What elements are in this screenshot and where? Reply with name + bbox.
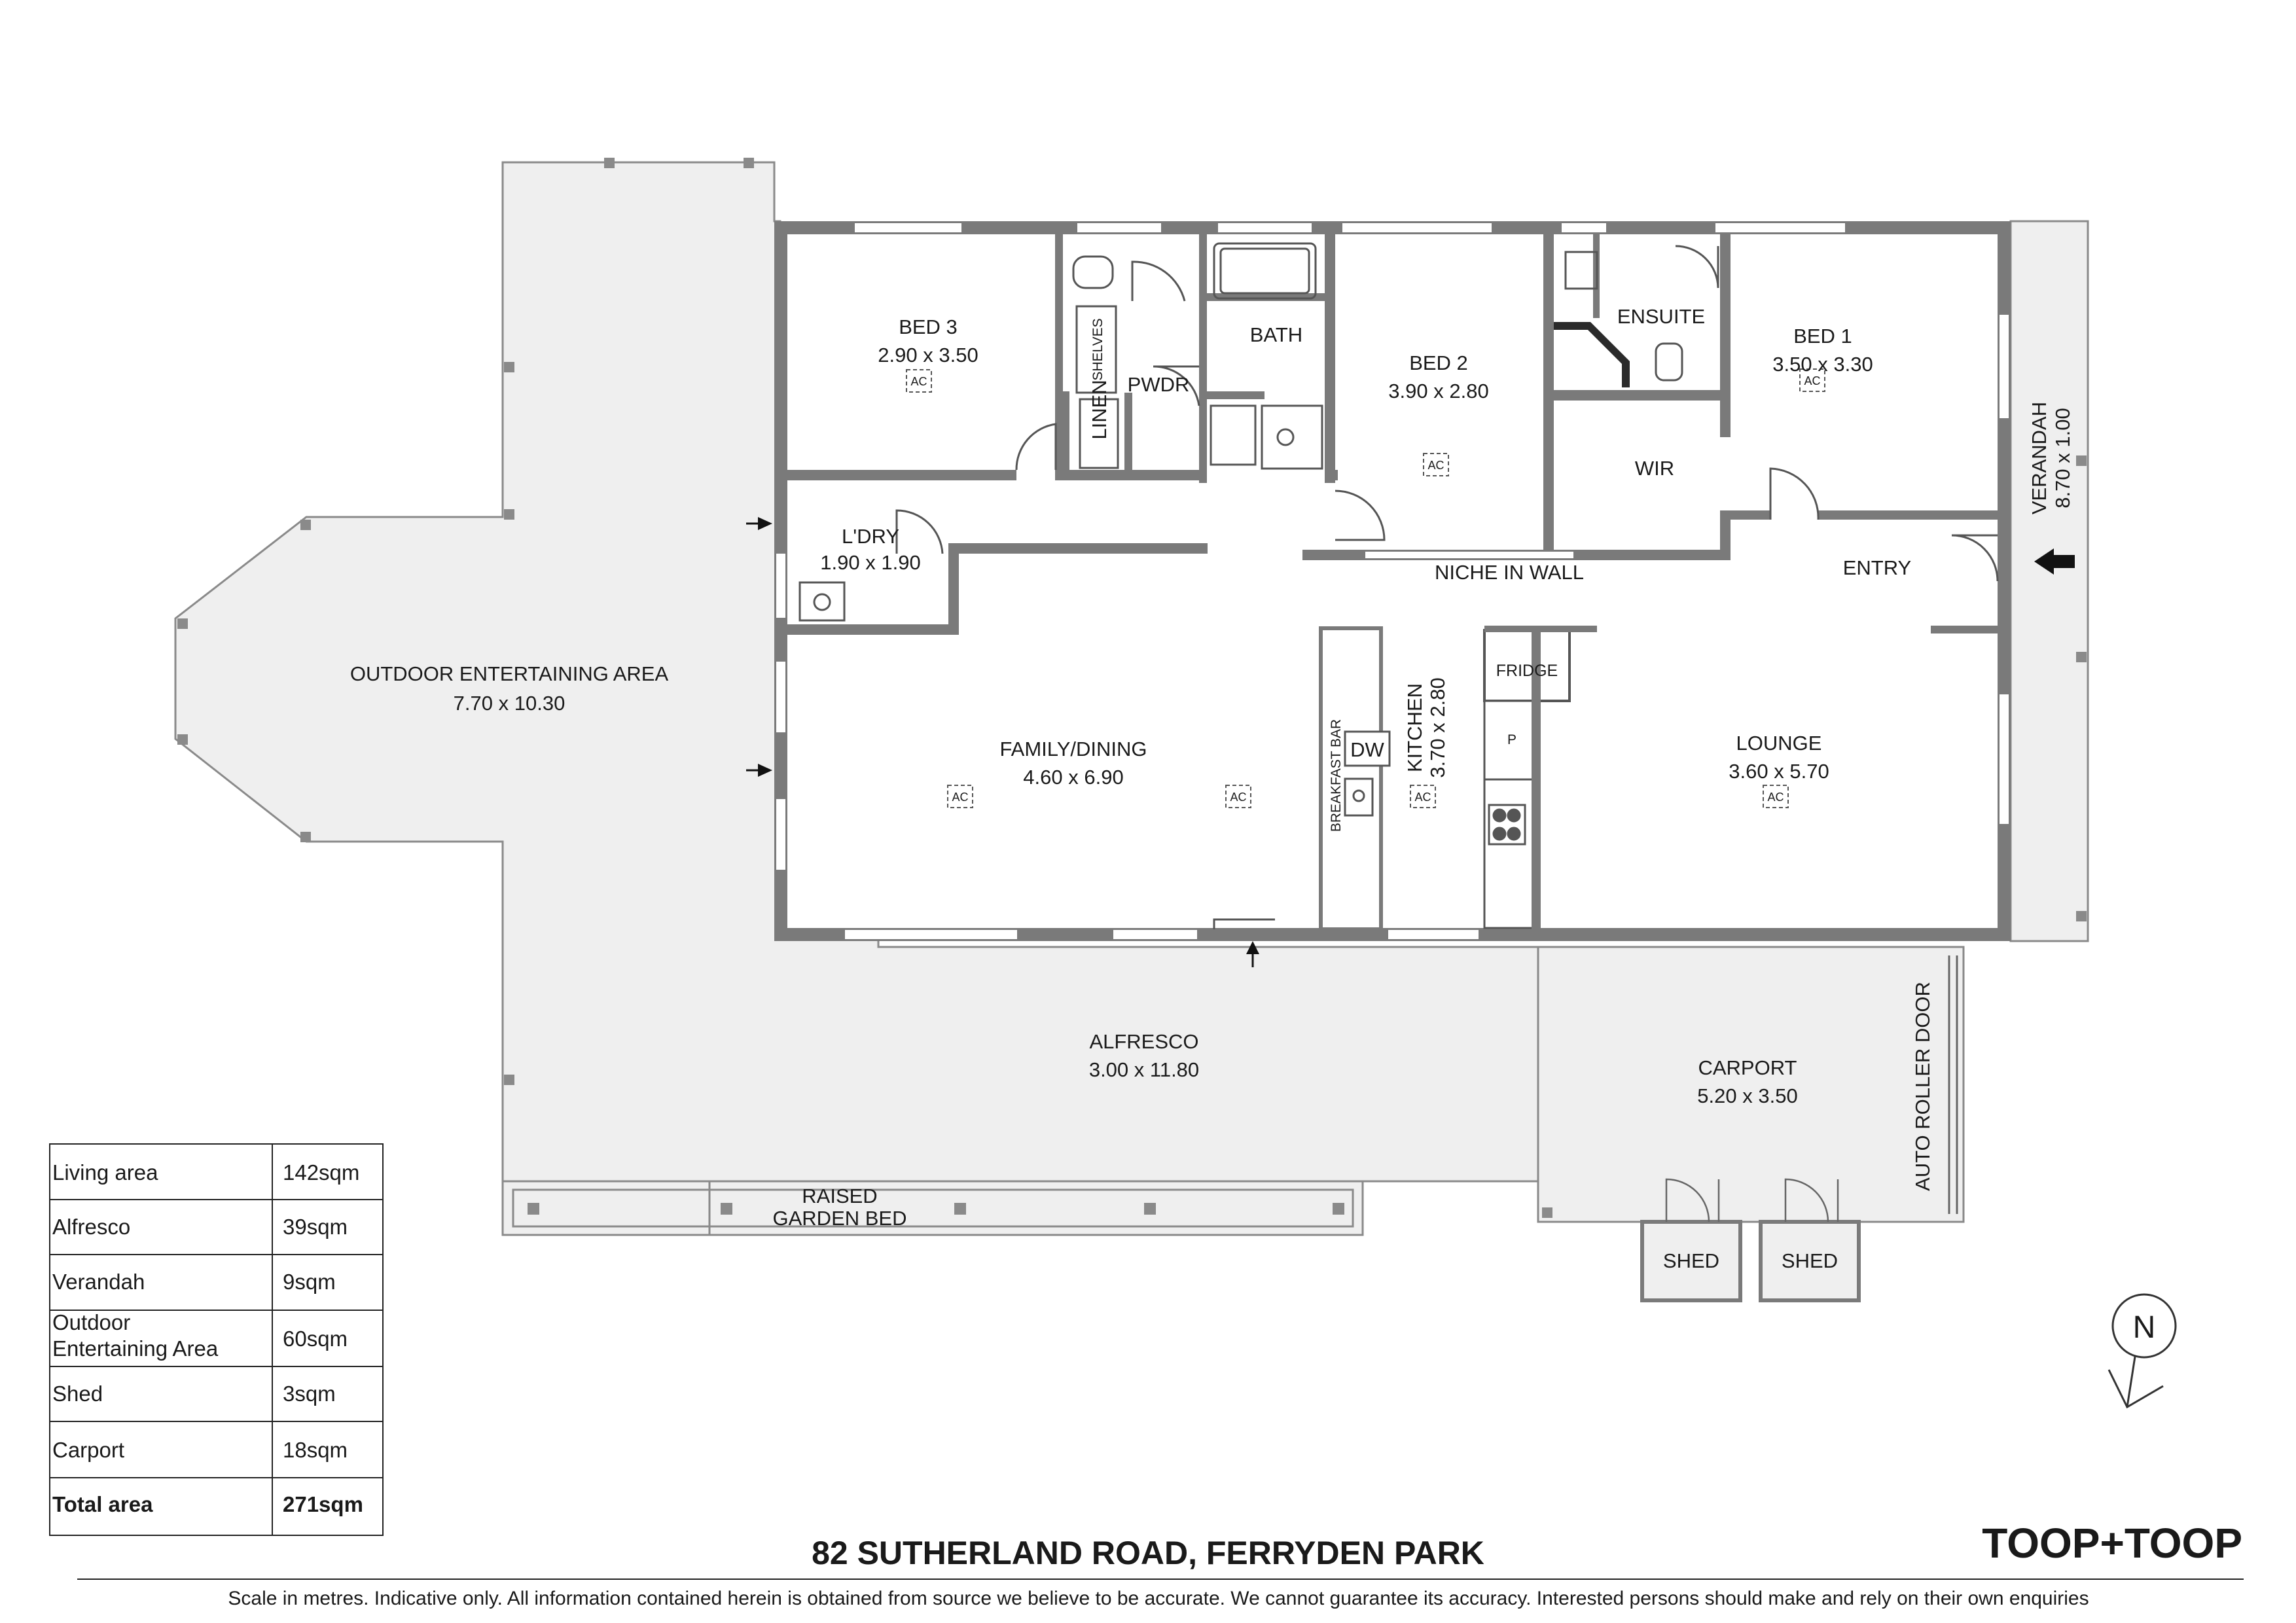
shed-left [1640, 1220, 1742, 1302]
ac-family-2: AC [1230, 791, 1246, 804]
property-title: 82 SUTHERLAND ROAD, FERRYDEN PARK [812, 1535, 1484, 1571]
lounge-name: LOUNGE [1736, 732, 1822, 755]
area-table: Living area 142sqm Alfresco 39sqm Verand… [49, 1143, 384, 1536]
linen-label: LINEN [1088, 380, 1111, 439]
roller-door-label: AUTO ROLLER DOOR [1911, 982, 1934, 1191]
ac-bed2: AC [1427, 459, 1444, 472]
outdoor-decks [174, 161, 2089, 1302]
ac-family-1: AC [952, 791, 968, 804]
area-value-6: 271sqm [283, 1492, 363, 1516]
ac-bed1: AC [1804, 374, 1820, 387]
area-label-5: Carport [52, 1438, 124, 1462]
pwdr-label: PWDR [1128, 373, 1190, 396]
windows [775, 222, 2010, 940]
kitchen-dims: 3.70 x 2.80 [1426, 677, 1449, 777]
shed1-label: SHED [1663, 1249, 1719, 1272]
disclaimer: Scale in metres. Indicative only. All in… [228, 1588, 2089, 1609]
bed1-dims: 3.50 x 3.30 [1772, 353, 1873, 376]
area-label-3: Outdoor [52, 1310, 130, 1334]
entry-arrows [746, 517, 2075, 967]
area-value-1: 39sqm [283, 1215, 348, 1239]
entry-label: ENTRY [1843, 556, 1912, 579]
alfresco-name: ALFRESCO [1089, 1030, 1198, 1053]
area-value-2: 9sqm [283, 1270, 336, 1294]
verandah-deck [2009, 220, 2089, 942]
alfresco-dims: 3.00 x 11.80 [1089, 1058, 1199, 1081]
family-dims: 4.60 x 6.90 [1023, 766, 1123, 789]
carport-name: CARPORT [1698, 1056, 1797, 1079]
ensuite-label: ENSUITE [1617, 305, 1705, 328]
fixtures [798, 242, 1683, 846]
family-name: FAMILY/DINING [999, 738, 1147, 760]
garden-line1: RAISED [802, 1185, 877, 1207]
shed2-label: SHED [1782, 1249, 1838, 1272]
compass-label: N [2133, 1310, 2156, 1345]
main-entry-arrow [2034, 548, 2075, 575]
verandah-dims: 8.70 x 1.00 [2051, 408, 2074, 508]
kitchen-name: KITCHEN [1403, 683, 1426, 772]
posts [177, 158, 2087, 1218]
carport-slab [1537, 946, 1965, 1223]
area-value-4: 3sqm [283, 1382, 336, 1406]
area-label-2: Verandah [52, 1270, 145, 1294]
area-value-5: 18sqm [283, 1438, 348, 1462]
bed2-dims: 3.90 x 2.80 [1388, 380, 1488, 402]
verandah-name: VERANDAH [2028, 402, 2051, 514]
pantry-label: P [1507, 732, 1516, 747]
ac-lounge: AC [1767, 791, 1784, 804]
area-value-3: 60sqm [283, 1327, 348, 1351]
ac-markers: AC AC AC AC AC AC AC [906, 368, 1825, 808]
north-compass: N [2108, 1293, 2177, 1409]
shelves-label: SHELVES [1090, 318, 1105, 380]
bed1-name: BED 1 [1793, 325, 1852, 348]
outdoor-name: OUTDOOR ENTERTAINING AREA [350, 662, 669, 685]
area-label-3b: Entertaining Area [52, 1336, 219, 1361]
brand-logo: TOOP+TOOP [1982, 1520, 2242, 1567]
carport-dims: 5.20 x 3.50 [1697, 1084, 1797, 1107]
outdoor-dims: 7.70 x 10.30 [454, 692, 565, 715]
dw-label: DW [1350, 738, 1384, 761]
area-label-1: Alfresco [52, 1215, 130, 1239]
shed-right [1759, 1220, 1861, 1302]
room-labels: OUTDOOR ENTERTAINING AREA 7.70 x 10.30 B… [350, 305, 2074, 1272]
bed2-name: BED 2 [1409, 351, 1468, 374]
area-label-0: Living area [52, 1160, 158, 1185]
ac-kitchen: AC [1414, 791, 1431, 804]
lounge-dims: 3.60 x 5.70 [1729, 760, 1829, 783]
niche-label: NICHE IN WALL [1435, 561, 1584, 584]
bed3-dims: 2.90 x 3.50 [878, 344, 978, 366]
bath-label: BATH [1250, 323, 1302, 346]
doors [895, 245, 1999, 929]
ac-bed3: AC [910, 375, 927, 388]
wir-label: WIR [1635, 457, 1674, 480]
fridge-label: FRIDGE [1496, 662, 1558, 680]
garden-line2: GARDEN BED [773, 1207, 907, 1230]
bed3-name: BED 3 [899, 315, 958, 338]
breakfast-bar-label: BREAKFAST BAR [1329, 719, 1344, 832]
area-label-6: Total area [52, 1492, 153, 1516]
ldry-name: L'DRY [842, 525, 899, 548]
area-label-4: Shed [52, 1382, 103, 1406]
area-value-0: 142sqm [283, 1160, 359, 1185]
ldry-dims: 1.90 x 1.90 [820, 551, 920, 574]
